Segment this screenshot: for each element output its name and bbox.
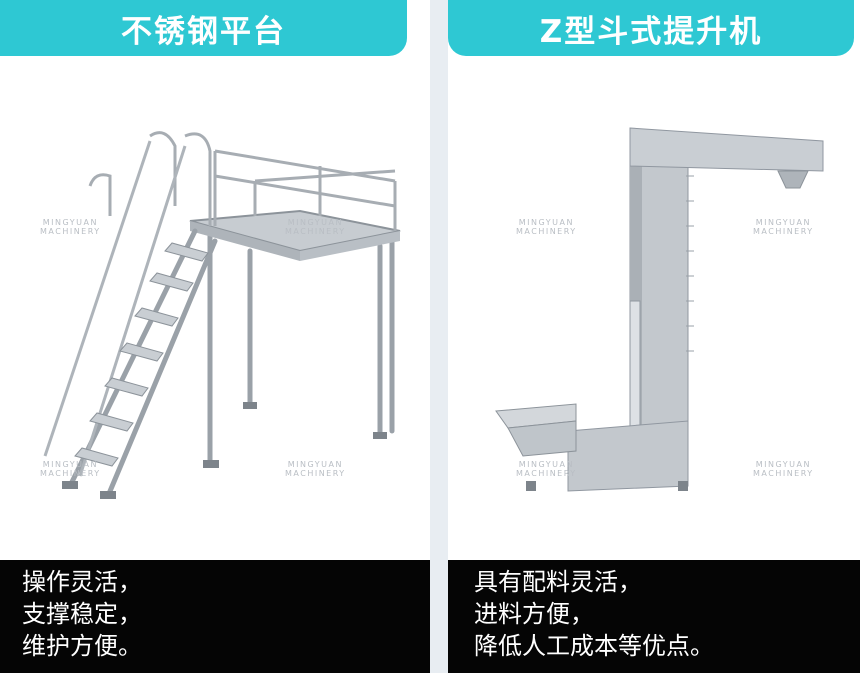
caption-line: 进料方便， [474, 600, 594, 628]
platform-caption: 操作灵活， 支撑稳定， 维护方便。 [0, 560, 430, 673]
stainless-platform-image [43, 131, 401, 499]
caption-line: 支撑稳定， [22, 600, 142, 628]
platform-title: 不锈钢平台 [0, 0, 407, 56]
caption-line: 具有配料灵活， [474, 568, 642, 596]
left-panel: 不锈钢平台 [0, 0, 430, 673]
panel-divider [430, 0, 448, 673]
z-bucket-elevator-image [495, 127, 824, 492]
caption-line: 操作灵活， [22, 568, 142, 596]
elevator-caption: 具有配料灵活， 进料方便， 降低人工成本等优点。 [448, 560, 860, 673]
elevator-title: Z型斗式提升机 [448, 0, 854, 56]
caption-line: 维护方便。 [22, 632, 142, 660]
caption-line: 降低人工成本等优点。 [474, 632, 714, 660]
